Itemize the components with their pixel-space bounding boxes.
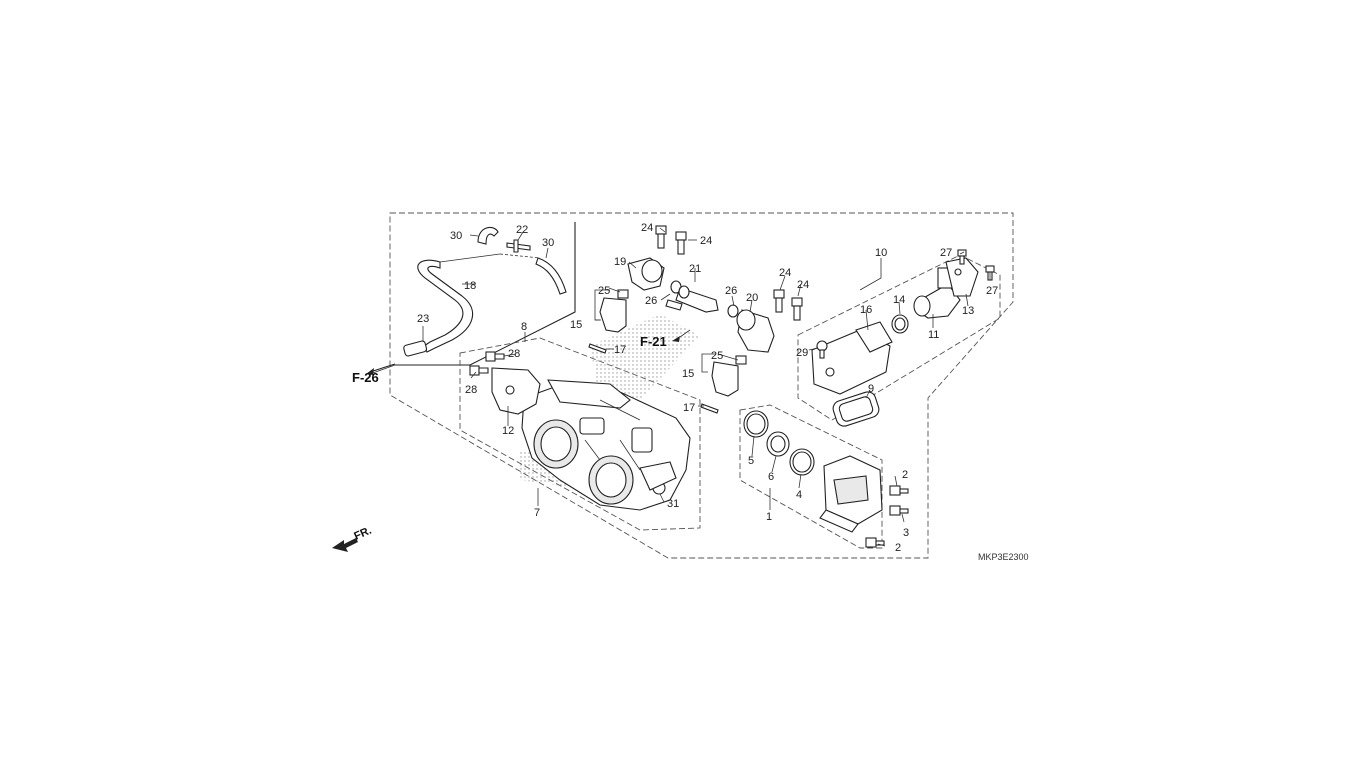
callout-30-left: 30: [450, 230, 462, 242]
gasket-4: [789, 448, 815, 476]
callout-22: 22: [516, 224, 528, 236]
callout-2-upper: 2: [902, 469, 908, 481]
breather-group-frame: [395, 222, 576, 366]
diagram-code: MKP3E2300: [978, 552, 1029, 562]
callout-15-lower: 15: [682, 368, 694, 380]
screw-3: [889, 505, 909, 516]
callout-27-b: 27: [986, 285, 998, 297]
injector-15-lower: [711, 355, 747, 397]
leader-lines: [369, 227, 991, 547]
callout-4: 4: [796, 489, 802, 501]
callout-3: 3: [903, 527, 909, 539]
callout-26-b: 26: [725, 285, 737, 297]
callout-21: 21: [689, 263, 701, 275]
injector-joint-20: [736, 309, 775, 353]
bracket-12: [491, 367, 541, 415]
throttle-body-frame: [459, 337, 701, 531]
ring-6: [766, 431, 790, 457]
callout-29: 29: [796, 347, 808, 359]
plate-13: [945, 257, 979, 297]
screw-29: [816, 340, 828, 359]
bolt-24-b: [675, 231, 687, 255]
bolt-24-c: [773, 289, 785, 313]
breather-hose-30-right: [535, 257, 567, 295]
breather-joint-23: [403, 340, 428, 357]
callout-31: 31: [667, 498, 679, 510]
callout-28-lower: 28: [465, 384, 477, 396]
callout-15-upper: 15: [570, 319, 582, 331]
joint-22: [506, 239, 531, 253]
callout-9: 9: [868, 383, 874, 395]
callout-24-d: 24: [797, 279, 809, 291]
gasket-9: [832, 391, 880, 427]
o-ring-14: [891, 314, 909, 334]
callout-11: 11: [928, 329, 939, 341]
callout-18: 18: [464, 280, 476, 292]
callout-17-lower: 17: [683, 402, 695, 414]
breather-hose-30-left: [477, 226, 499, 245]
valve-body-16: [811, 321, 893, 395]
o-ring-26-b: [727, 304, 739, 318]
callout-13: 13: [962, 305, 974, 317]
injector-joint-19: [627, 257, 665, 291]
callout-19: 19: [614, 256, 626, 268]
callout-26-a: 26: [645, 295, 657, 307]
bolt-24-d: [791, 297, 803, 321]
bolt-24-a: [655, 225, 667, 249]
injector-15-upper: [599, 289, 629, 333]
ref-f21: F-21: [640, 334, 667, 349]
bolt-28-lower: [469, 365, 489, 376]
fuel-pipe-21: [665, 285, 719, 313]
callout-24-a: 24: [641, 222, 653, 234]
callout-1: 1: [766, 511, 772, 523]
callout-14: 14: [893, 294, 905, 306]
callout-20: 20: [746, 292, 758, 304]
ref-f26: F-26: [352, 370, 379, 385]
callout-16: 16: [860, 304, 872, 316]
bolt-28-upper: [485, 351, 505, 362]
valve-11: [913, 267, 961, 319]
f26-arrow: [366, 363, 396, 375]
f21-arrow: [672, 336, 680, 342]
callout-8: 8: [521, 321, 527, 333]
callout-12: 12: [502, 425, 514, 437]
callout-2-lower: 2: [895, 542, 901, 554]
callout-6: 6: [768, 471, 774, 483]
callout-10: 10: [875, 247, 887, 259]
bolt-2-lower: [865, 537, 885, 548]
callout-25-lower: 25: [711, 350, 723, 362]
breather-hose-18: [417, 259, 474, 353]
seal-17-lower: [700, 403, 719, 414]
throttle-body-7: [521, 379, 691, 511]
seal-17-upper: [588, 343, 607, 354]
sensor-unit-1: [819, 455, 883, 533]
callout-24-c: 24: [779, 267, 791, 279]
callout-23: 23: [417, 313, 429, 325]
assembly-boundary: [389, 212, 1014, 559]
sensor-frame: [739, 404, 883, 549]
o-ring-5: [743, 410, 769, 438]
callout-28-upper: 28: [508, 348, 520, 360]
callout-24-b: 24: [700, 235, 712, 247]
callout-7: 7: [534, 507, 540, 519]
callout-5: 5: [748, 455, 754, 467]
bolt-2-upper: [889, 485, 909, 496]
front-label: FR.: [352, 525, 373, 543]
front-arrow-icon: [332, 538, 358, 552]
callout-17-upper: 17: [614, 344, 626, 356]
callout-27-a: 27: [940, 247, 952, 259]
callout-30-right: 30: [542, 237, 554, 249]
shading-upper: [590, 314, 700, 400]
callout-25-upper: 25: [598, 285, 610, 297]
